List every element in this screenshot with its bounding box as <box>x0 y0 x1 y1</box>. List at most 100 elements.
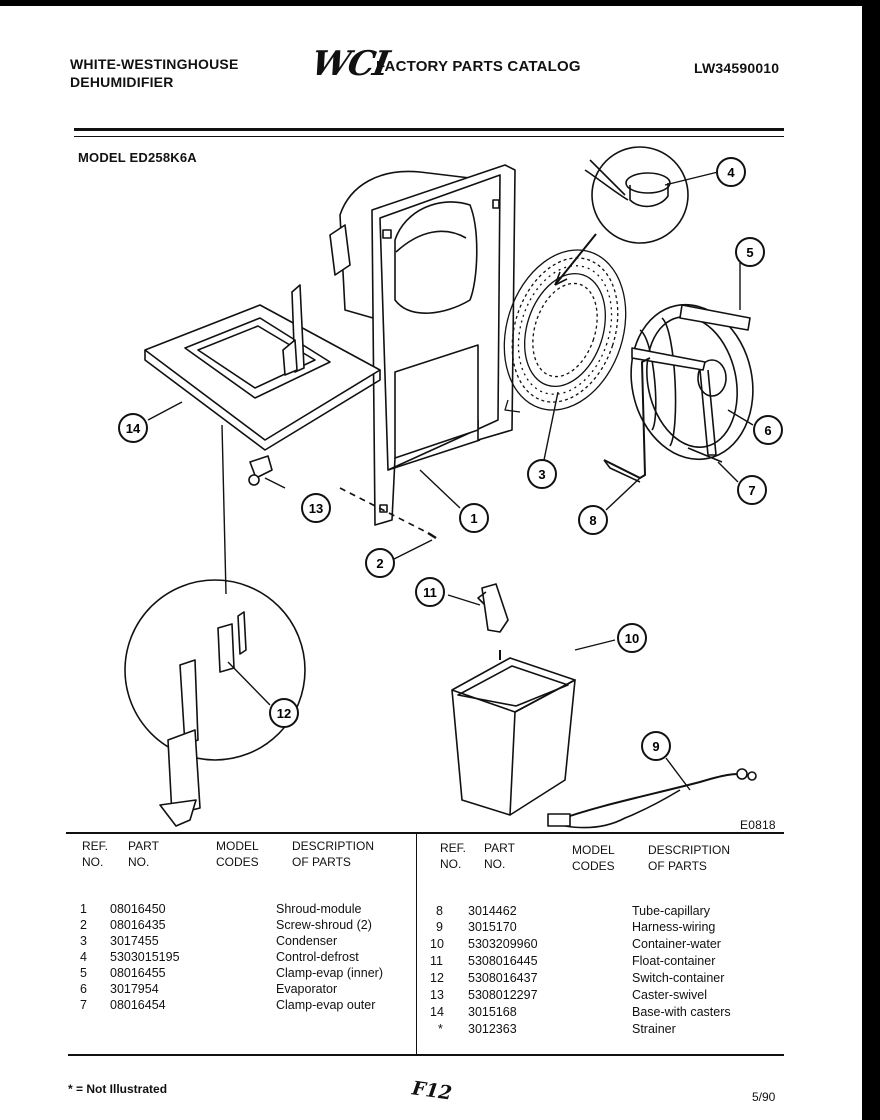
header-line: OF PARTS <box>648 859 707 873</box>
part-description: Condenser <box>276 934 338 948</box>
header-line: PART <box>128 839 159 853</box>
col-header-desc-left: DESCRIPTION OF PARTS <box>292 838 374 870</box>
ref-no: 3 <box>80 934 87 948</box>
ref-no: 5 <box>80 966 87 980</box>
header-line: REF. <box>440 841 467 855</box>
col-header-part-right: PART NO. <box>484 840 515 872</box>
brand-line-1: WHITE-WESTINGHOUSE <box>70 56 239 72</box>
callout-4: 4 <box>716 157 746 187</box>
ref-no: 9 <box>436 920 443 934</box>
model-number: MODEL ED258K6A <box>78 150 197 165</box>
header-line: DESCRIPTION <box>648 843 731 857</box>
header-line: NO. <box>128 855 150 869</box>
page-border-right <box>862 0 880 1120</box>
part-no: 08016454 <box>110 998 166 1012</box>
ref-no: 7 <box>80 998 87 1012</box>
evaporator-drawing <box>630 303 754 463</box>
part-description: Strainer <box>632 1022 676 1036</box>
float-container-drawing <box>477 583 509 633</box>
svg-text:6: 6 <box>764 423 771 438</box>
part-no: 08016435 <box>110 918 166 932</box>
col-header-model-left: MODEL CODES <box>216 838 259 870</box>
catalog-title: FACTORY PARTS CATALOG <box>376 58 581 75</box>
table-divider <box>416 834 417 1054</box>
part-description: Control-defrost <box>276 950 359 964</box>
part-no: 5308016437 <box>468 971 538 985</box>
callout-markers: 4 5 6 7 8 3 1 2 13 14 11 10 9 12 <box>118 157 783 761</box>
svg-text:4: 4 <box>727 165 735 180</box>
part-no: 3017455 <box>110 934 159 948</box>
base-with-casters-drawing <box>144 284 381 451</box>
svg-text:9: 9 <box>652 739 659 754</box>
part-no: 3014462 <box>468 904 517 918</box>
col-header-ref-left: REF. NO. <box>82 838 108 870</box>
ref-no: * <box>438 1022 443 1036</box>
header-line: MODEL <box>572 843 615 857</box>
svg-text:7: 7 <box>748 483 755 498</box>
callout-3: 3 <box>527 459 557 489</box>
revision-date: 5/90 <box>752 1090 776 1104</box>
callout-5: 5 <box>735 237 765 267</box>
part-description: Clamp-evap (inner) <box>276 966 383 980</box>
svg-text:1: 1 <box>470 511 477 526</box>
wiring-harness-drawing <box>547 768 757 829</box>
ref-no: 4 <box>80 950 87 964</box>
shroud-module-drawing <box>329 164 516 526</box>
part-description: Base-with casters <box>632 1005 731 1019</box>
header-line: DESCRIPTION <box>292 839 375 853</box>
header-rule-thin <box>74 136 784 137</box>
page-border-top <box>0 0 880 6</box>
part-no: 08016455 <box>110 966 166 980</box>
callout-10: 10 <box>617 623 647 653</box>
table-bottom-rule <box>68 1054 784 1056</box>
callout-14: 14 <box>118 413 148 443</box>
header-line: NO. <box>484 857 506 871</box>
header-line: REF. <box>82 839 109 853</box>
part-description: Shroud-module <box>276 902 362 916</box>
header-line: CODES <box>572 859 615 873</box>
part-no: 5303209960 <box>468 937 538 951</box>
part-description: Tube-capillary <box>632 904 711 918</box>
col-header-ref-right: REF. NO. <box>440 840 466 872</box>
svg-text:10: 10 <box>625 631 639 646</box>
callout-2: 2 <box>365 548 395 578</box>
callout-8: 8 <box>578 505 608 535</box>
svg-text:12: 12 <box>277 706 291 721</box>
switch-container-detail <box>124 424 306 827</box>
part-no: 5308016445 <box>468 954 538 968</box>
svg-text:11: 11 <box>423 585 437 600</box>
header-rule <box>74 128 784 131</box>
part-no: 3015168 <box>468 1005 517 1019</box>
part-description: Switch-container <box>632 971 725 985</box>
part-description: Clamp-evap outer <box>276 998 376 1012</box>
figure-code: E0818 <box>740 818 776 832</box>
brand-line-2: DEHUMIDIFIER <box>70 74 174 90</box>
header-line: PART <box>484 841 515 855</box>
svg-text:2: 2 <box>376 556 383 571</box>
callout-9: 9 <box>641 731 671 761</box>
header-line: OF PARTS <box>292 855 351 869</box>
part-description: Screw-shroud (2) <box>276 918 372 932</box>
callout-11: 11 <box>415 577 445 607</box>
callout-12: 12 <box>269 698 299 728</box>
part-no: 08016450 <box>110 902 166 916</box>
table-top-rule <box>66 832 784 834</box>
col-header-desc-right: DESCRIPTION OF PARTS <box>648 842 730 874</box>
capillary-tube-drawing <box>603 357 651 483</box>
col-header-model-right: MODEL CODES <box>572 842 615 874</box>
callout-6: 6 <box>753 415 783 445</box>
part-no: 3015170 <box>468 920 517 934</box>
ref-no: 1 <box>80 902 87 916</box>
ref-no: 12 <box>430 971 444 985</box>
callout-13: 13 <box>301 493 331 523</box>
header-line: NO. <box>440 857 462 871</box>
caster-swivel-drawing <box>248 455 273 486</box>
document-number: LW34590010 <box>694 60 780 76</box>
ref-no: 13 <box>430 988 444 1002</box>
part-no: 3017954 <box>110 982 159 996</box>
ref-no: 11 <box>430 954 443 968</box>
ref-no: 8 <box>436 904 443 918</box>
condenser-coil-drawing <box>503 249 627 413</box>
ref-no: 2 <box>80 918 87 932</box>
svg-text:3: 3 <box>538 467 545 482</box>
